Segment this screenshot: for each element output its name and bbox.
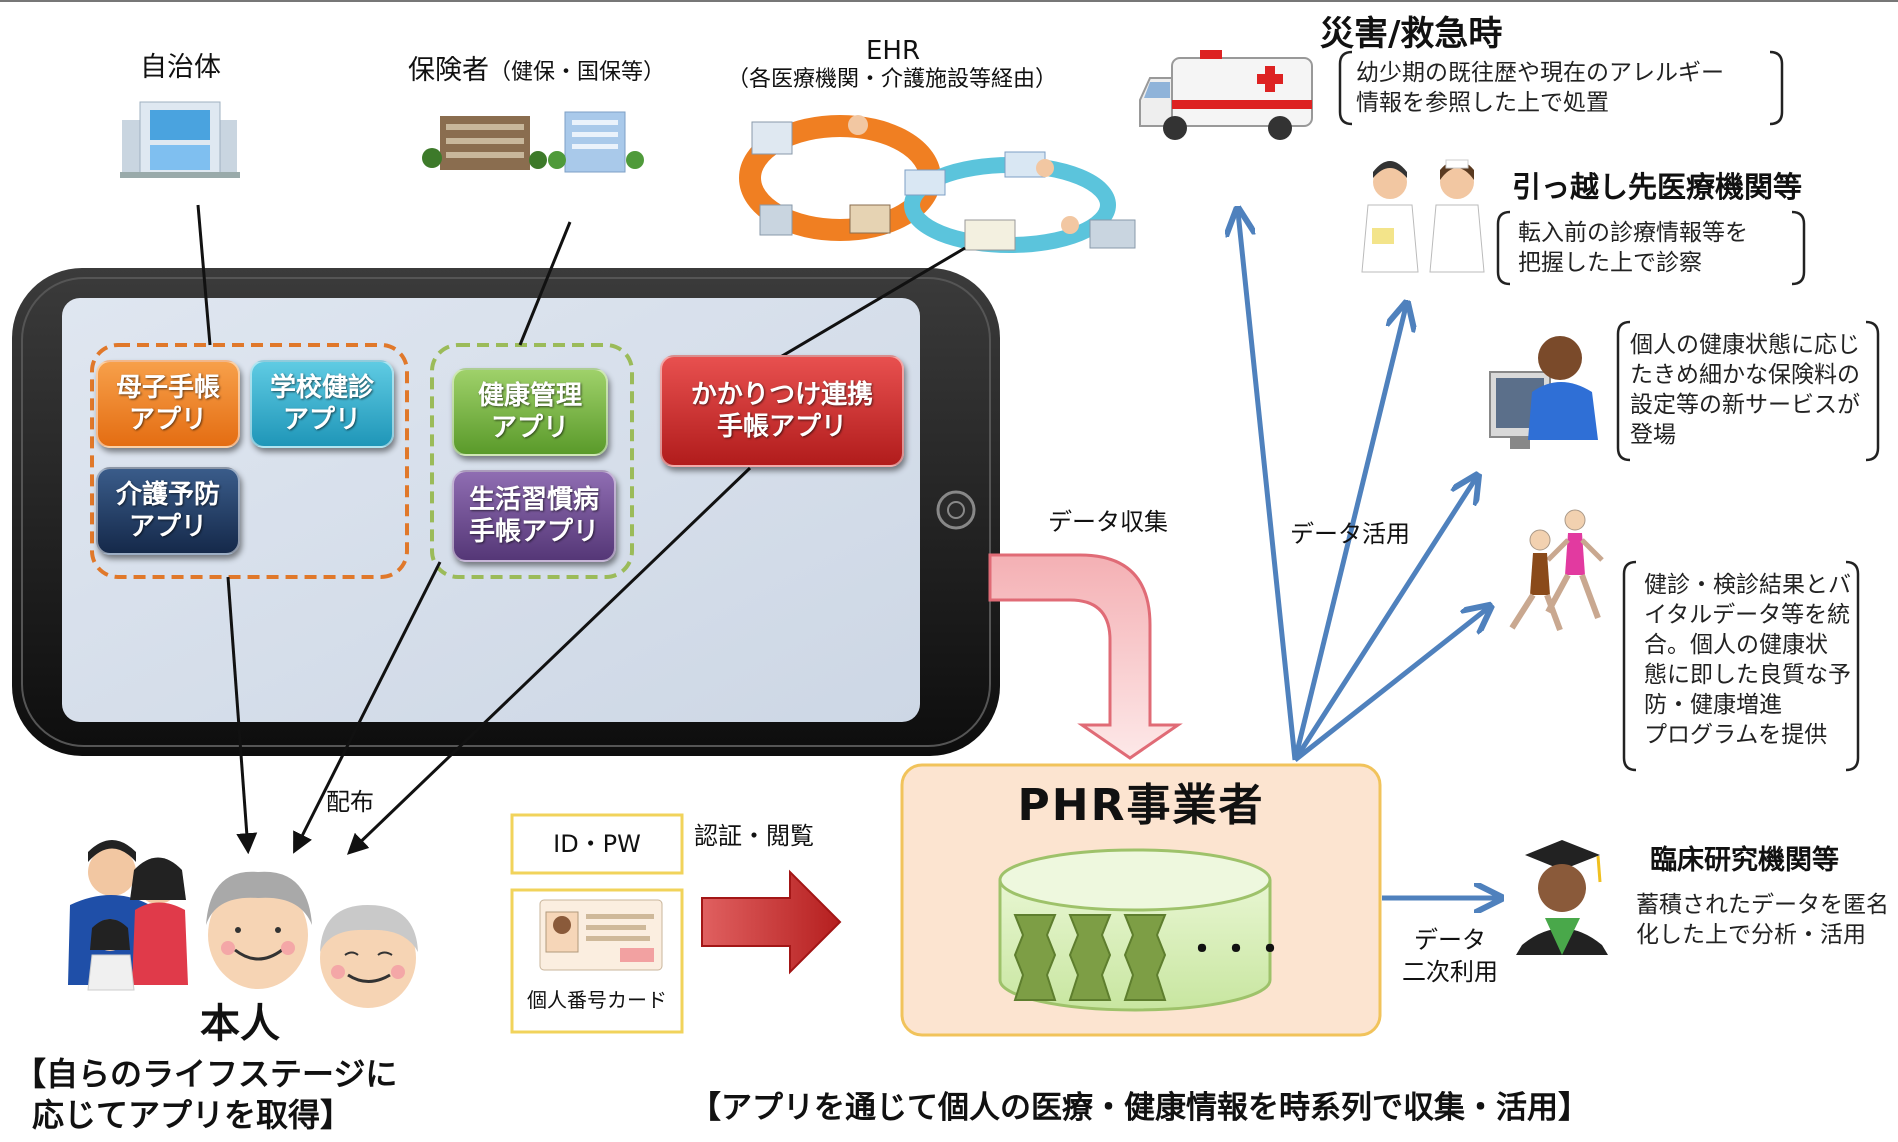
auth-arrow: [701, 869, 842, 975]
elderly-couple-icon: [206, 871, 418, 1008]
outcome-brackets: [1338, 50, 1880, 772]
relocation-text: 転入前の診療情報等を 把握した上で診察: [1518, 220, 1748, 276]
disaster-title: 災害/救急時: [1320, 14, 1503, 54]
distribution-label: 配布: [326, 788, 374, 816]
family-icon: [68, 840, 188, 991]
municipality-label: 自治体: [140, 52, 221, 83]
id-card-icon: [539, 899, 663, 971]
seikatsu-app-tile[interactable]: 生活習慣病 手帳アプリ: [452, 470, 616, 562]
kenko-app-tile[interactable]: 健康管理 アプリ: [452, 368, 608, 456]
disaster-text: 幼少期の既往歴や現在のアレルギー 情報を参照した上で処置: [1356, 60, 1724, 116]
data-use-label: データ活用: [1290, 520, 1410, 548]
insurer-building-icon: [422, 111, 644, 173]
relocation-title: 引っ越し先医療機関等: [1512, 170, 1803, 204]
runners-icon: [1509, 509, 1604, 632]
kakaritsuke-app-tile[interactable]: かかりつけ連携 手帳アプリ: [660, 355, 904, 467]
kaigo-app-tile[interactable]: 介護予防 アプリ: [96, 467, 240, 555]
insurance-text: 個人の健康状態に応じ たきめ細かな保険料の 設定等の新サービスが 登場: [1630, 332, 1860, 448]
mynumber-card-text: 個人番号カード: [527, 988, 667, 1012]
database-cylinder-icon: [998, 848, 1272, 1012]
auth-view-label: 認証・閲覧: [694, 822, 814, 850]
program-text: 健診・検診結果とバ イタルデータ等を統 合。個人の健康状 態に即した良質な予 防…: [1644, 572, 1851, 748]
graduate-icon: [1516, 840, 1608, 955]
bottom-caption: 【アプリを通じて個人の医療・健康情報を時系列で収集・活用】: [690, 1090, 1589, 1126]
ehr-network-icon: [739, 115, 1136, 253]
gakko-app-tile[interactable]: 学校健診 アプリ: [250, 360, 394, 448]
secondary-use-label: データ 二次利用: [1402, 926, 1498, 986]
ambulance-icon: [1139, 50, 1313, 140]
person-subtitle-line1: 【自らのライフステージに: [14, 1055, 398, 1093]
person-subtitle-line2: 応じてアプリを取得】: [32, 1096, 353, 1134]
phr-title: PHR事業者: [1017, 780, 1265, 831]
id-pw-text: ID・PW: [553, 830, 641, 858]
boshi-app-tile[interactable]: 母子手帳 アプリ: [96, 360, 240, 448]
municipality-building-icon: [120, 101, 240, 178]
id-pw-box: [510, 813, 684, 875]
phr-ellipsis: ・・・: [1185, 930, 1287, 970]
insurer-app-group: [430, 343, 634, 579]
data-collection-label: データ収集: [1048, 508, 1168, 536]
person-title: 本人: [200, 1001, 280, 1047]
doctor-nurse-icon: [1361, 159, 1485, 273]
computer-user-icon: [1489, 336, 1598, 449]
insurer-sub-label: （健保・国保等）: [489, 60, 666, 85]
insurer-main-label: 保険者: [408, 55, 489, 86]
data-use-arrows: [1238, 212, 1498, 898]
municipality-app-group: [90, 343, 409, 579]
research-text: 蓄積されたデータを匿名 化した上で分析・活用: [1636, 892, 1889, 948]
ehr-sub-label: （各医療機関・介護施設等経由）: [726, 67, 1057, 92]
research-title: 臨床研究機関等: [1650, 845, 1839, 876]
data-collection-arrow: [988, 553, 1183, 760]
insurer-label: 保険者（健保・国保等）: [408, 55, 665, 87]
ehr-label: EHR: [865, 36, 921, 66]
